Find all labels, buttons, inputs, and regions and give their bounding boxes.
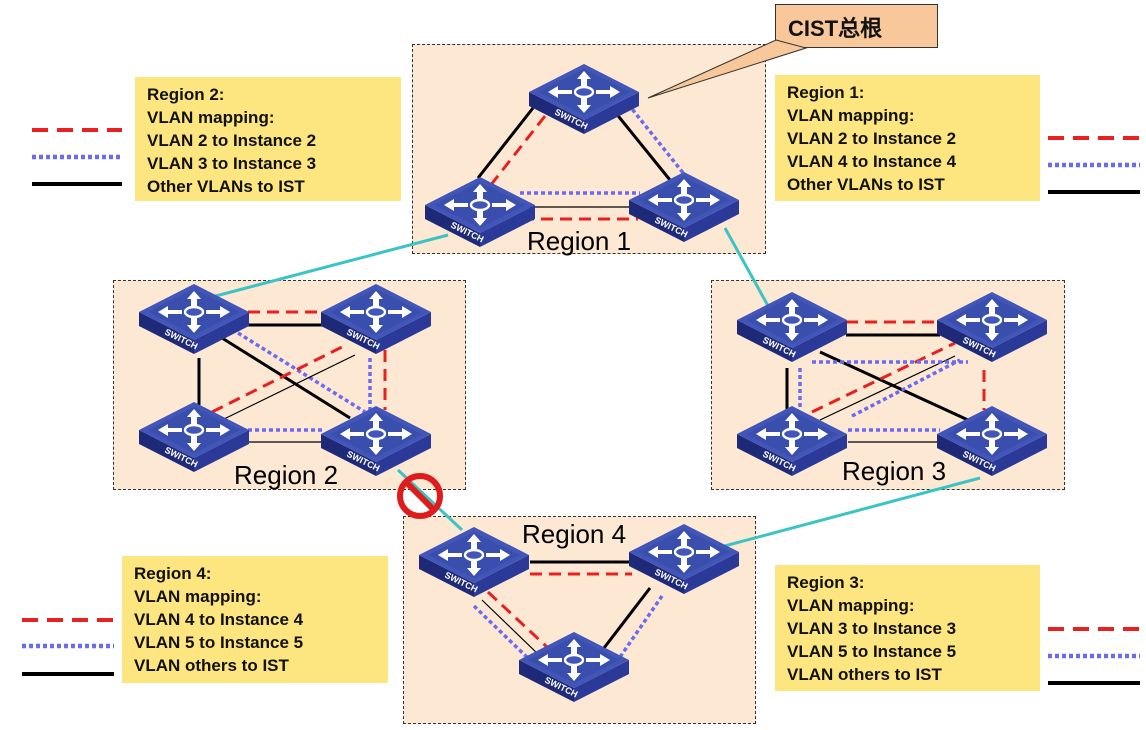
mapping-line: VLAN others to IST <box>134 656 289 675</box>
legend-region-2 <box>32 128 122 186</box>
mapping-line: VLAN 2 to Instance 2 <box>147 131 317 150</box>
region-3-label: Region 3 <box>842 456 946 486</box>
region-3-mapping-box: Region 3: VLAN mapping: VLAN 3 to Instan… <box>775 565 1040 691</box>
mapping-line: VLAN 5 to Instance 5 <box>787 642 957 661</box>
mapping-line: VLAN others to IST <box>787 665 942 684</box>
legend-region-1 <box>1048 136 1140 194</box>
switch-icon: SWITCH <box>627 522 741 596</box>
mapping-line: Other VLANs to IST <box>147 177 305 196</box>
region-1-label: Region 1 <box>527 226 631 256</box>
mapping-line: VLAN 2 to Instance 2 <box>787 129 957 148</box>
switch-icon: SWITCH <box>627 170 741 244</box>
region-2-label: Region 2 <box>234 460 338 490</box>
mapping-title: Region 3: <box>787 573 865 592</box>
switch-icon: SWITCH <box>735 404 849 478</box>
mapping-line: VLAN mapping: <box>134 587 262 606</box>
blocked-port-icon <box>397 473 443 519</box>
switches: SWITCH SWITCH SWITCH SWITCH SWITCH SWITC… <box>137 62 1049 704</box>
switch-icon: SWITCH <box>319 282 433 356</box>
mapping-line: Other VLANs to IST <box>787 175 945 194</box>
switch-icon: SWITCH <box>735 290 849 364</box>
mapping-line: VLAN mapping: <box>787 596 915 615</box>
region-4-label: Region 4 <box>522 519 626 549</box>
mapping-title: Region 4: <box>134 564 212 583</box>
legend-region-4 <box>22 618 114 676</box>
mapping-line: VLAN 4 to Instance 4 <box>134 610 304 629</box>
mapping-line: VLAN 3 to Instance 3 <box>787 619 957 638</box>
switch-icon: SWITCH <box>935 404 1049 478</box>
switch-icon: SWITCH <box>935 290 1049 364</box>
region-1-mapping-box: Region 1: VLAN mapping: VLAN 2 to Instan… <box>775 75 1040 201</box>
region-2-mapping-box: Region 2: VLAN mapping: VLAN 2 to Instan… <box>135 77 401 201</box>
mapping-line: VLAN 4 to Instance 4 <box>787 152 957 171</box>
callout-pointer <box>647 39 808 99</box>
region-3-links <box>785 320 986 443</box>
mapping-line: VLAN mapping: <box>147 108 275 127</box>
mapping-line: VLAN 5 to Instance 5 <box>134 633 304 652</box>
mapping-line: VLAN 3 to Instance 3 <box>147 154 317 173</box>
mapping-title: Region 2: <box>147 85 225 104</box>
region-1-links <box>476 102 686 221</box>
link-r1-r2 <box>211 233 449 299</box>
region-4-mapping-box: Region 4: VLAN mapping: VLAN 4 to Instan… <box>122 556 388 683</box>
region-4-links <box>472 560 664 666</box>
switch-icon: SWITCH <box>417 525 531 599</box>
cist-root-callout: CIST总根 <box>775 4 938 48</box>
link-r1-r3 <box>723 227 774 314</box>
switch-icon: SWITCH <box>137 400 251 474</box>
link-r3-r4 <box>716 476 981 550</box>
switch-icon: SWITCH <box>517 630 631 704</box>
legend-region-3 <box>1048 627 1140 685</box>
region-2-links <box>197 310 387 443</box>
mapping-line: VLAN mapping: <box>787 106 915 125</box>
mapping-title: Region 1: <box>787 83 865 102</box>
